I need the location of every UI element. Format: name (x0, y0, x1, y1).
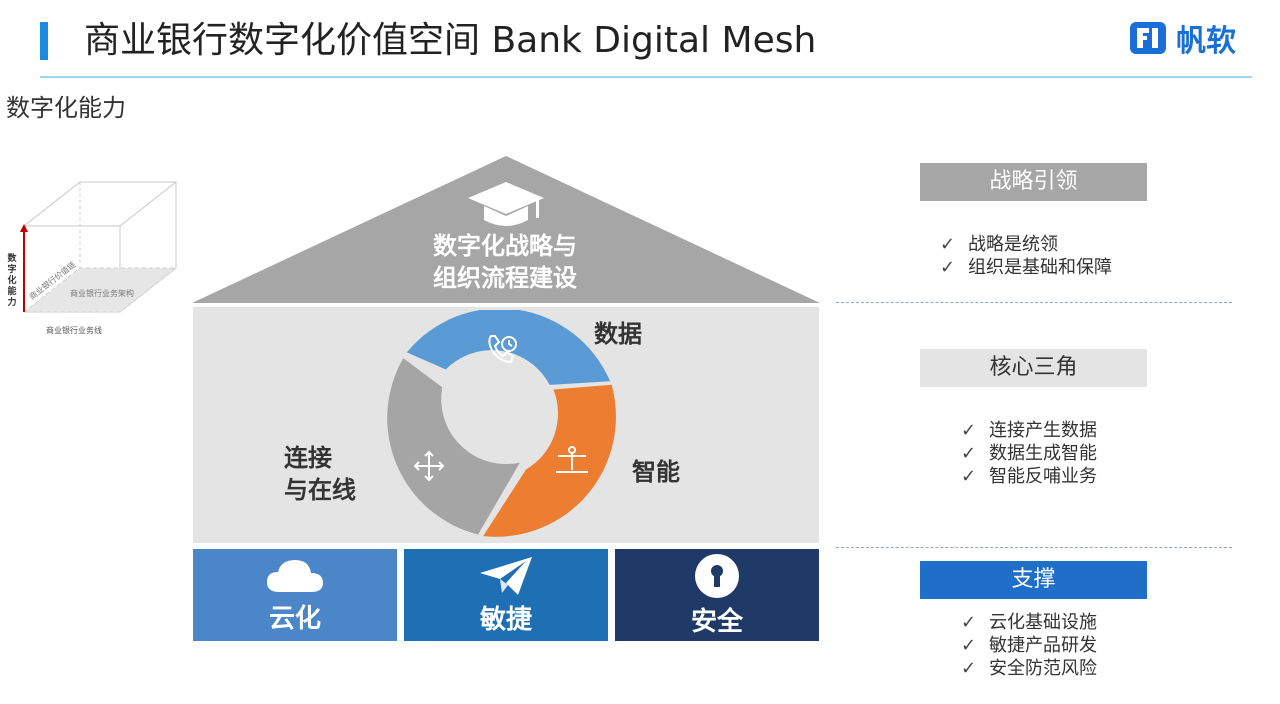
pillar-cloud: 云化 (193, 549, 397, 641)
strategy-list: ✓战略是统领 ✓组织是基础和保障 (940, 233, 1112, 279)
logo-text: 帆软 (1176, 24, 1236, 59)
title-accent-bar (40, 22, 48, 60)
section-divider (836, 302, 1232, 303)
cube-y-axis-label: 数字化能力 (7, 254, 17, 308)
roof-title: 数字化战略与 组织流程建设 (380, 230, 630, 294)
house-roof (192, 156, 820, 303)
section-subtitle: 数字化能力 (6, 94, 126, 122)
list-item: ✓敏捷产品研发 (961, 635, 1097, 656)
support-list: ✓云化基础设施 ✓敏捷产品研发 ✓安全防范风险 (961, 611, 1097, 680)
pillar-cloud-label: 云化 (268, 603, 321, 634)
check-icon: ✓ (961, 658, 977, 679)
paper-plane-icon (480, 556, 532, 595)
keyhole-icon (695, 553, 739, 598)
list-item: ✓组织是基础和保障 (940, 257, 1112, 278)
check-icon: ✓ (961, 635, 977, 656)
check-icon: ✓ (961, 420, 977, 441)
fanruan-logo-icon (1130, 22, 1166, 54)
roof-title-line1: 数字化战略与 (433, 232, 577, 260)
core-cycle-donut (387, 310, 616, 537)
intelligence-segment (483, 384, 616, 537)
value-space-cube: 商业银行价值链 商业银行业务架构 (20, 181, 178, 313)
check-icon: ✓ (940, 257, 956, 278)
section-strategy-head: 战略引领 (920, 163, 1147, 201)
section-support-head: 支撑 (920, 561, 1147, 599)
section-divider (836, 547, 1232, 548)
pillar-security: 安全 (615, 549, 819, 641)
cube-floor-label: 商业银行业务架构 (70, 288, 134, 298)
label-connect-line1: 连接 (284, 444, 332, 472)
core-list: ✓连接产生数据 ✓数据生成智能 ✓智能反哺业务 (961, 419, 1097, 488)
list-item: ✓连接产生数据 (961, 420, 1097, 441)
section-core-head: 核心三角 (920, 349, 1147, 387)
connect-segment (387, 358, 520, 535)
roof-title-line2: 组织流程建设 (433, 264, 577, 292)
cube-x-axis-label: 商业银行业务线 (46, 326, 102, 335)
label-intelligence: 智能 (632, 458, 680, 486)
title-divider (40, 76, 1252, 78)
pillar-agile-label: 敏捷 (479, 604, 532, 635)
list-item: ✓数据生成智能 (961, 443, 1097, 464)
phone-clock-icon (488, 335, 517, 364)
list-item: ✓战略是统领 (940, 234, 1058, 255)
check-icon: ✓ (961, 443, 977, 464)
label-connect: 连接 与在线 (284, 442, 356, 506)
pillar-security-label: 安全 (690, 606, 743, 637)
data-segment (406, 310, 611, 385)
balance-scale-icon (556, 446, 588, 473)
graduation-cap-icon (468, 182, 544, 226)
list-item: ✓安全防范风险 (961, 658, 1097, 679)
page-title: 商业银行数字化价值空间 Bank Digital Mesh (84, 20, 817, 61)
check-icon: ✓ (961, 612, 977, 633)
pillar-agile: 敏捷 (404, 549, 608, 641)
list-item: ✓智能反哺业务 (961, 466, 1097, 487)
check-icon: ✓ (961, 466, 977, 487)
move-arrows-icon (413, 450, 445, 482)
list-item: ✓云化基础设施 (961, 612, 1097, 633)
label-data: 数据 (594, 320, 642, 348)
check-icon: ✓ (940, 234, 956, 255)
brand-logo: 帆软 (1128, 16, 1236, 60)
label-connect-line2: 与在线 (284, 476, 356, 504)
cloud-icon (267, 559, 323, 592)
